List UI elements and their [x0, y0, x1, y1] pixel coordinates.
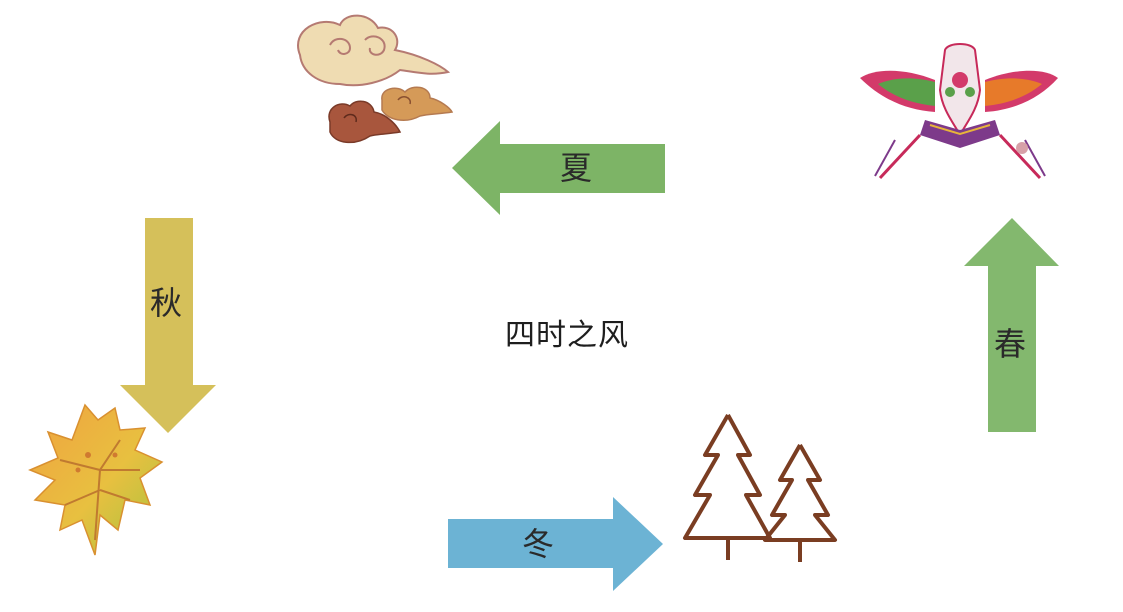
diagram-title: 四时之风: [505, 318, 629, 353]
cloud-icon: [297, 14, 454, 144]
maple-leaf-icon: [28, 403, 164, 556]
pine-trees-icon: [683, 414, 837, 562]
autumn-arrow: [120, 218, 216, 433]
kite-icon: [860, 43, 1058, 180]
autumn-label: 秋: [150, 284, 183, 322]
spring-arrow: [964, 218, 1059, 432]
winter-label: 冬: [522, 525, 555, 563]
summer-arrow: [452, 121, 665, 215]
spring-label: 春: [994, 325, 1027, 363]
winter-arrow: [448, 497, 663, 591]
summer-label: 夏: [560, 149, 593, 187]
